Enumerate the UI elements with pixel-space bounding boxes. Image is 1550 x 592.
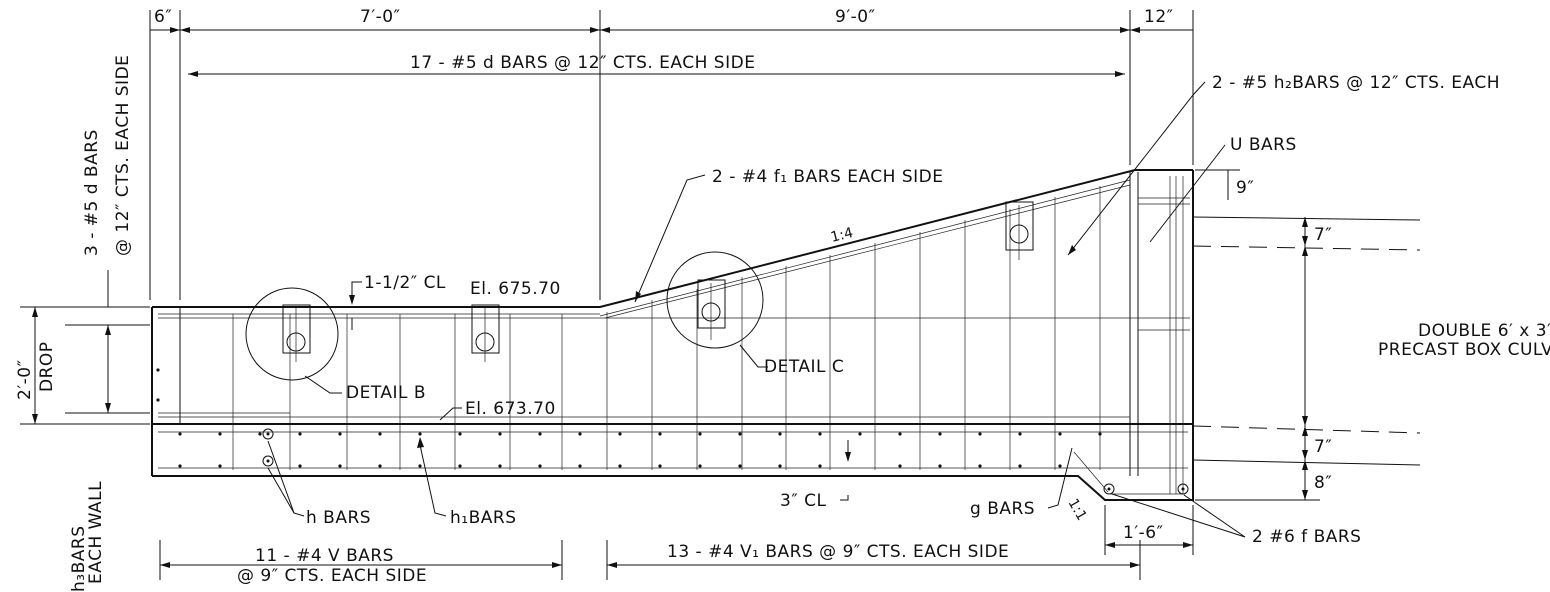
label-f-bars: 2 #6 f BARS [1252,527,1361,547]
insert-4 [1005,201,1034,260]
f-bar-circle-right [1177,483,1189,495]
insert-3 [697,279,726,340]
label-culvert-line1: DOUBLE 6′ x 3′ [1418,321,1550,341]
label-cl-3in: 3″ CL [780,491,826,511]
label-h-bars: h BARS [306,508,371,528]
lifting-inserts [245,201,1034,381]
insert-2 [471,304,500,362]
label-v-bars-line1: 11 - #4 V BARS [255,546,394,566]
right-dimensions [1195,169,1320,501]
horizontal-rebar-lines [158,176,1190,495]
label-d-bars-side-line2: @ 12″ CTS. EACH SIDE [113,55,133,256]
leader-lines [267,81,1246,538]
left-dimensions [20,270,150,425]
label-culvert-line2: PRECAST BOX CULVERT [1378,340,1550,360]
label-u-bars: U BARS [1230,135,1297,155]
label-d-bars-side-line1: 3 - #5 d BARS [82,129,102,256]
label-h2-bars: 2 - #5 h₂BARS @ 12″ CTS. EACH [1212,73,1500,93]
dim-left-2ft: 2′-0″ [15,360,35,400]
dim-right-9in: 9″ [1236,178,1254,198]
bottom-dimensions [159,505,1194,580]
wall-outline [151,169,1194,501]
annotation-labels: 17 - #5 d BARS @ 12″ CTS. EACH SIDE 2 - … [69,53,1550,592]
vertical-bars [232,186,1101,470]
label-f1-bars: 2 - #4 f₁ BARS EACH SIDE [712,167,944,187]
dim-top-6in: 6″ [154,7,172,27]
dimension-labels: 6″ 7′-0″ 9′-0″ 12″ 9″ 7″ 7″ 8″ 1′-6″ 2′-… [15,7,1332,543]
label-clear-cover: 1-1/2″ CL [364,273,446,293]
f-bar-circle-left [1103,483,1115,495]
dim-top-9ft: 9′-0″ [835,7,875,27]
dim-bottom-1ft6in: 1′-6″ [1123,523,1163,543]
label-d-bars-top: 17 - #5 d BARS @ 12″ CTS. EACH SIDE [410,53,755,73]
label-slope-1-4: 1:4 [829,225,855,246]
top-dimensions [149,10,1194,300]
label-detail-b: DETAIL B [346,383,426,403]
label-v1-bars: 13 - #4 V₁ BARS @ 9″ CTS. EACH SIDE [667,542,1009,562]
label-h3-bars-line1: h₃BARS [69,526,89,592]
dim-left-drop: DROP [37,341,57,392]
insert-1 [282,304,311,362]
dim-right-7in-top: 7″ [1314,225,1332,245]
slab-bar-dots [156,368,1102,468]
label-el-bottom: El. 673.70 [465,399,556,419]
h-bar-circle-bottom [262,455,274,467]
label-slope-1-1: 1:1 [1065,496,1090,524]
label-g-bars: g BARS [970,499,1035,519]
label-v-bars-line2: @ 9″ CTS. EACH SIDE [237,566,427,586]
h-bar-circle-top [262,428,274,440]
detail-b-circle [245,287,339,381]
dim-top-7ft: 7′-0″ [360,7,400,27]
label-detail-c: DETAIL C [764,357,844,377]
label-h1-bars: h₁BARS [450,508,516,528]
dim-right-8in: 8″ [1314,473,1332,493]
label-el-top: El. 675.70 [470,279,561,299]
detail-c-circle [666,251,764,349]
label-h3-bars-line2: EACH WALL [86,481,106,584]
dim-top-12in: 12″ [1144,7,1173,27]
culvert-lines [1192,216,1421,466]
dim-right-7in-bottom: 7″ [1314,437,1332,457]
